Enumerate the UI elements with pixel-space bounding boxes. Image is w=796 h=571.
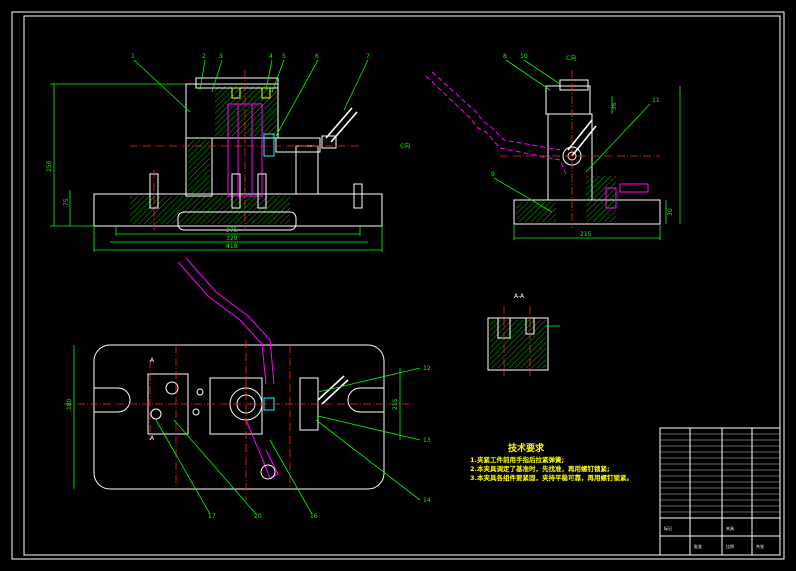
- drawing-inner-border: [23, 15, 781, 556]
- part-label-4: 4: [269, 53, 273, 60]
- side-part-label-8: 8: [503, 53, 507, 60]
- part-label-3: 3: [219, 53, 223, 60]
- part-label-7: 7: [366, 53, 370, 60]
- top-part-label-16: 16: [310, 513, 318, 520]
- side-view: [425, 59, 681, 240]
- section-mark-a-bottom: A: [150, 435, 155, 442]
- title-block: [659, 427, 781, 556]
- tech-requirements-title: 技术要求: [508, 442, 545, 454]
- tech-requirement-line-1: 1.夹紧工件前用手指后拉紧弹簧;: [470, 455, 564, 464]
- dim-75: 75: [63, 198, 70, 206]
- tech-requirement-line-2: 2.本夹具调定了基准时，先找准，再用螺钉锁紧;: [470, 464, 610, 473]
- top-part-label-14: 14: [423, 497, 431, 504]
- side-dim-36: 36: [611, 102, 618, 110]
- top-part-label-17: 17: [208, 513, 216, 520]
- top-dim-215: 215: [392, 398, 399, 410]
- title-block-sheet-label: 共张: [756, 543, 764, 549]
- part-label-1: 1: [131, 53, 135, 60]
- section-aa-view: [487, 306, 560, 376]
- title-block-approve-label: 批准: [694, 543, 702, 549]
- title-block-scale-label: 比例: [726, 543, 734, 549]
- side-part-label-11: 11: [652, 97, 660, 104]
- side-dim-30: 30: [667, 208, 674, 216]
- dim-250: 250: [46, 160, 53, 172]
- top-part-label-13: 13: [423, 437, 431, 444]
- part-label-5: 5: [282, 53, 286, 60]
- top-part-label-20: 20: [254, 513, 262, 520]
- dim-410: 410: [226, 243, 238, 250]
- dim-329: 329: [226, 235, 238, 242]
- dim-275: 275: [226, 227, 238, 234]
- top-view: [64, 257, 421, 515]
- title-block-mark-label: 标记: [664, 525, 672, 531]
- drawing-outer-border: [11, 11, 785, 560]
- part-label-6: 6: [315, 53, 319, 60]
- part-label-2: 2: [202, 53, 206, 60]
- side-dim-215: 215: [580, 231, 592, 238]
- c-direction-label: C向: [400, 142, 410, 150]
- tech-requirement-line-3: 3.本夹具各组件要紧固，夹持平稳可靠，再用螺钉锁紧。: [470, 473, 633, 482]
- side-view-tag: C向: [566, 54, 576, 62]
- top-dim-180: 180: [66, 398, 73, 410]
- section-mark-a-top: A: [150, 357, 155, 364]
- side-part-label-9: 9: [491, 171, 495, 178]
- top-part-label-12: 12: [423, 365, 431, 372]
- front-view: [50, 59, 383, 252]
- side-part-label-10: 10: [520, 53, 528, 60]
- title-block-drawing-name: 夹具: [726, 525, 734, 531]
- section-aa-label: A-A: [514, 293, 525, 300]
